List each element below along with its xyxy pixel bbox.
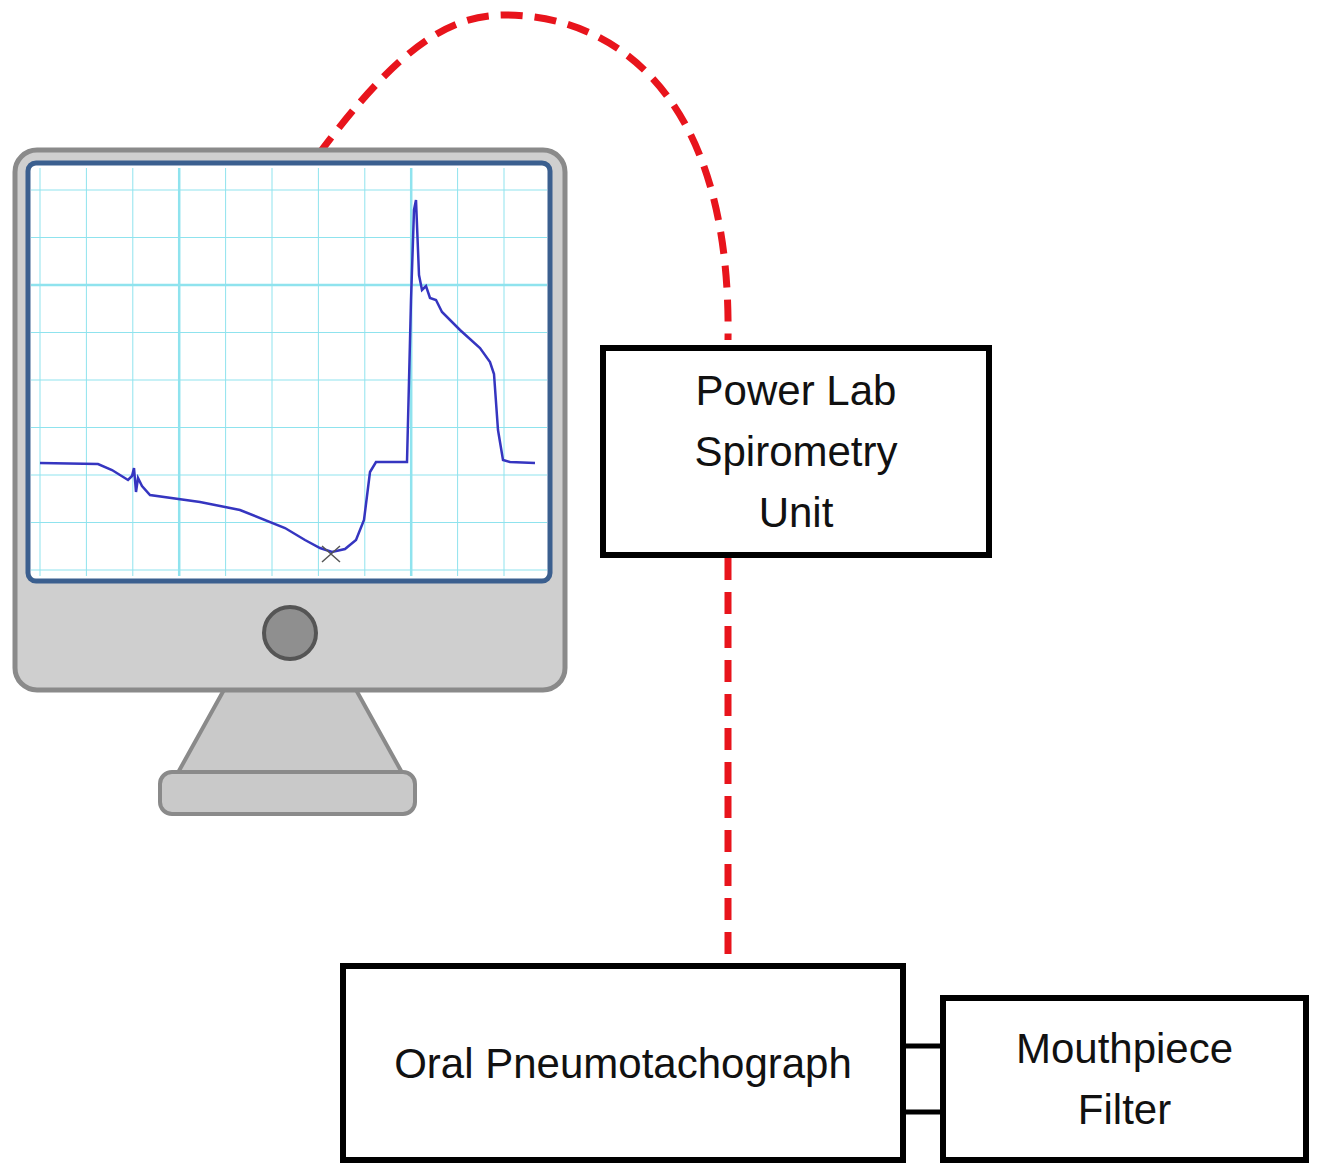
screen-grid [31, 168, 547, 576]
box-label: Mouthpiece Filter [975, 1018, 1275, 1140]
grid-line [31, 190, 547, 191]
grid-line [31, 332, 547, 333]
grid-line [132, 168, 133, 576]
grid-line [31, 284, 547, 287]
grid-line [31, 237, 547, 238]
monitor-base [160, 772, 415, 814]
grid-line [86, 168, 87, 576]
box-label: Power Lab Spirometry Unit [661, 360, 931, 543]
grid-line [178, 168, 181, 576]
grid-line [31, 427, 547, 428]
spirometry-unit: Power Lab Spirometry Unit [600, 345, 992, 558]
grid-line [31, 475, 547, 476]
monitor-screen [28, 163, 550, 581]
filter-box: Mouthpiece Filter [940, 995, 1309, 1163]
cursor-mark [322, 546, 340, 562]
monitor-button [264, 607, 316, 659]
grid-line [504, 168, 505, 576]
tube-connector [906, 1046, 940, 1112]
grid-line [31, 570, 547, 571]
grid-line [272, 168, 273, 576]
grid-line [31, 380, 547, 381]
monitor-stand [175, 688, 405, 778]
box-label: Oral Pneumotachograph [394, 1033, 852, 1094]
grid-line [40, 168, 41, 576]
data-cable [725, 558, 732, 963]
monitor-body [15, 150, 565, 690]
grid-line [318, 168, 319, 576]
grid-line [225, 168, 226, 576]
pneumotachograph-box: Oral Pneumotachograph [340, 963, 906, 1163]
grid-line [457, 168, 458, 576]
grid-line [31, 522, 547, 523]
flow-trace [40, 200, 535, 552]
